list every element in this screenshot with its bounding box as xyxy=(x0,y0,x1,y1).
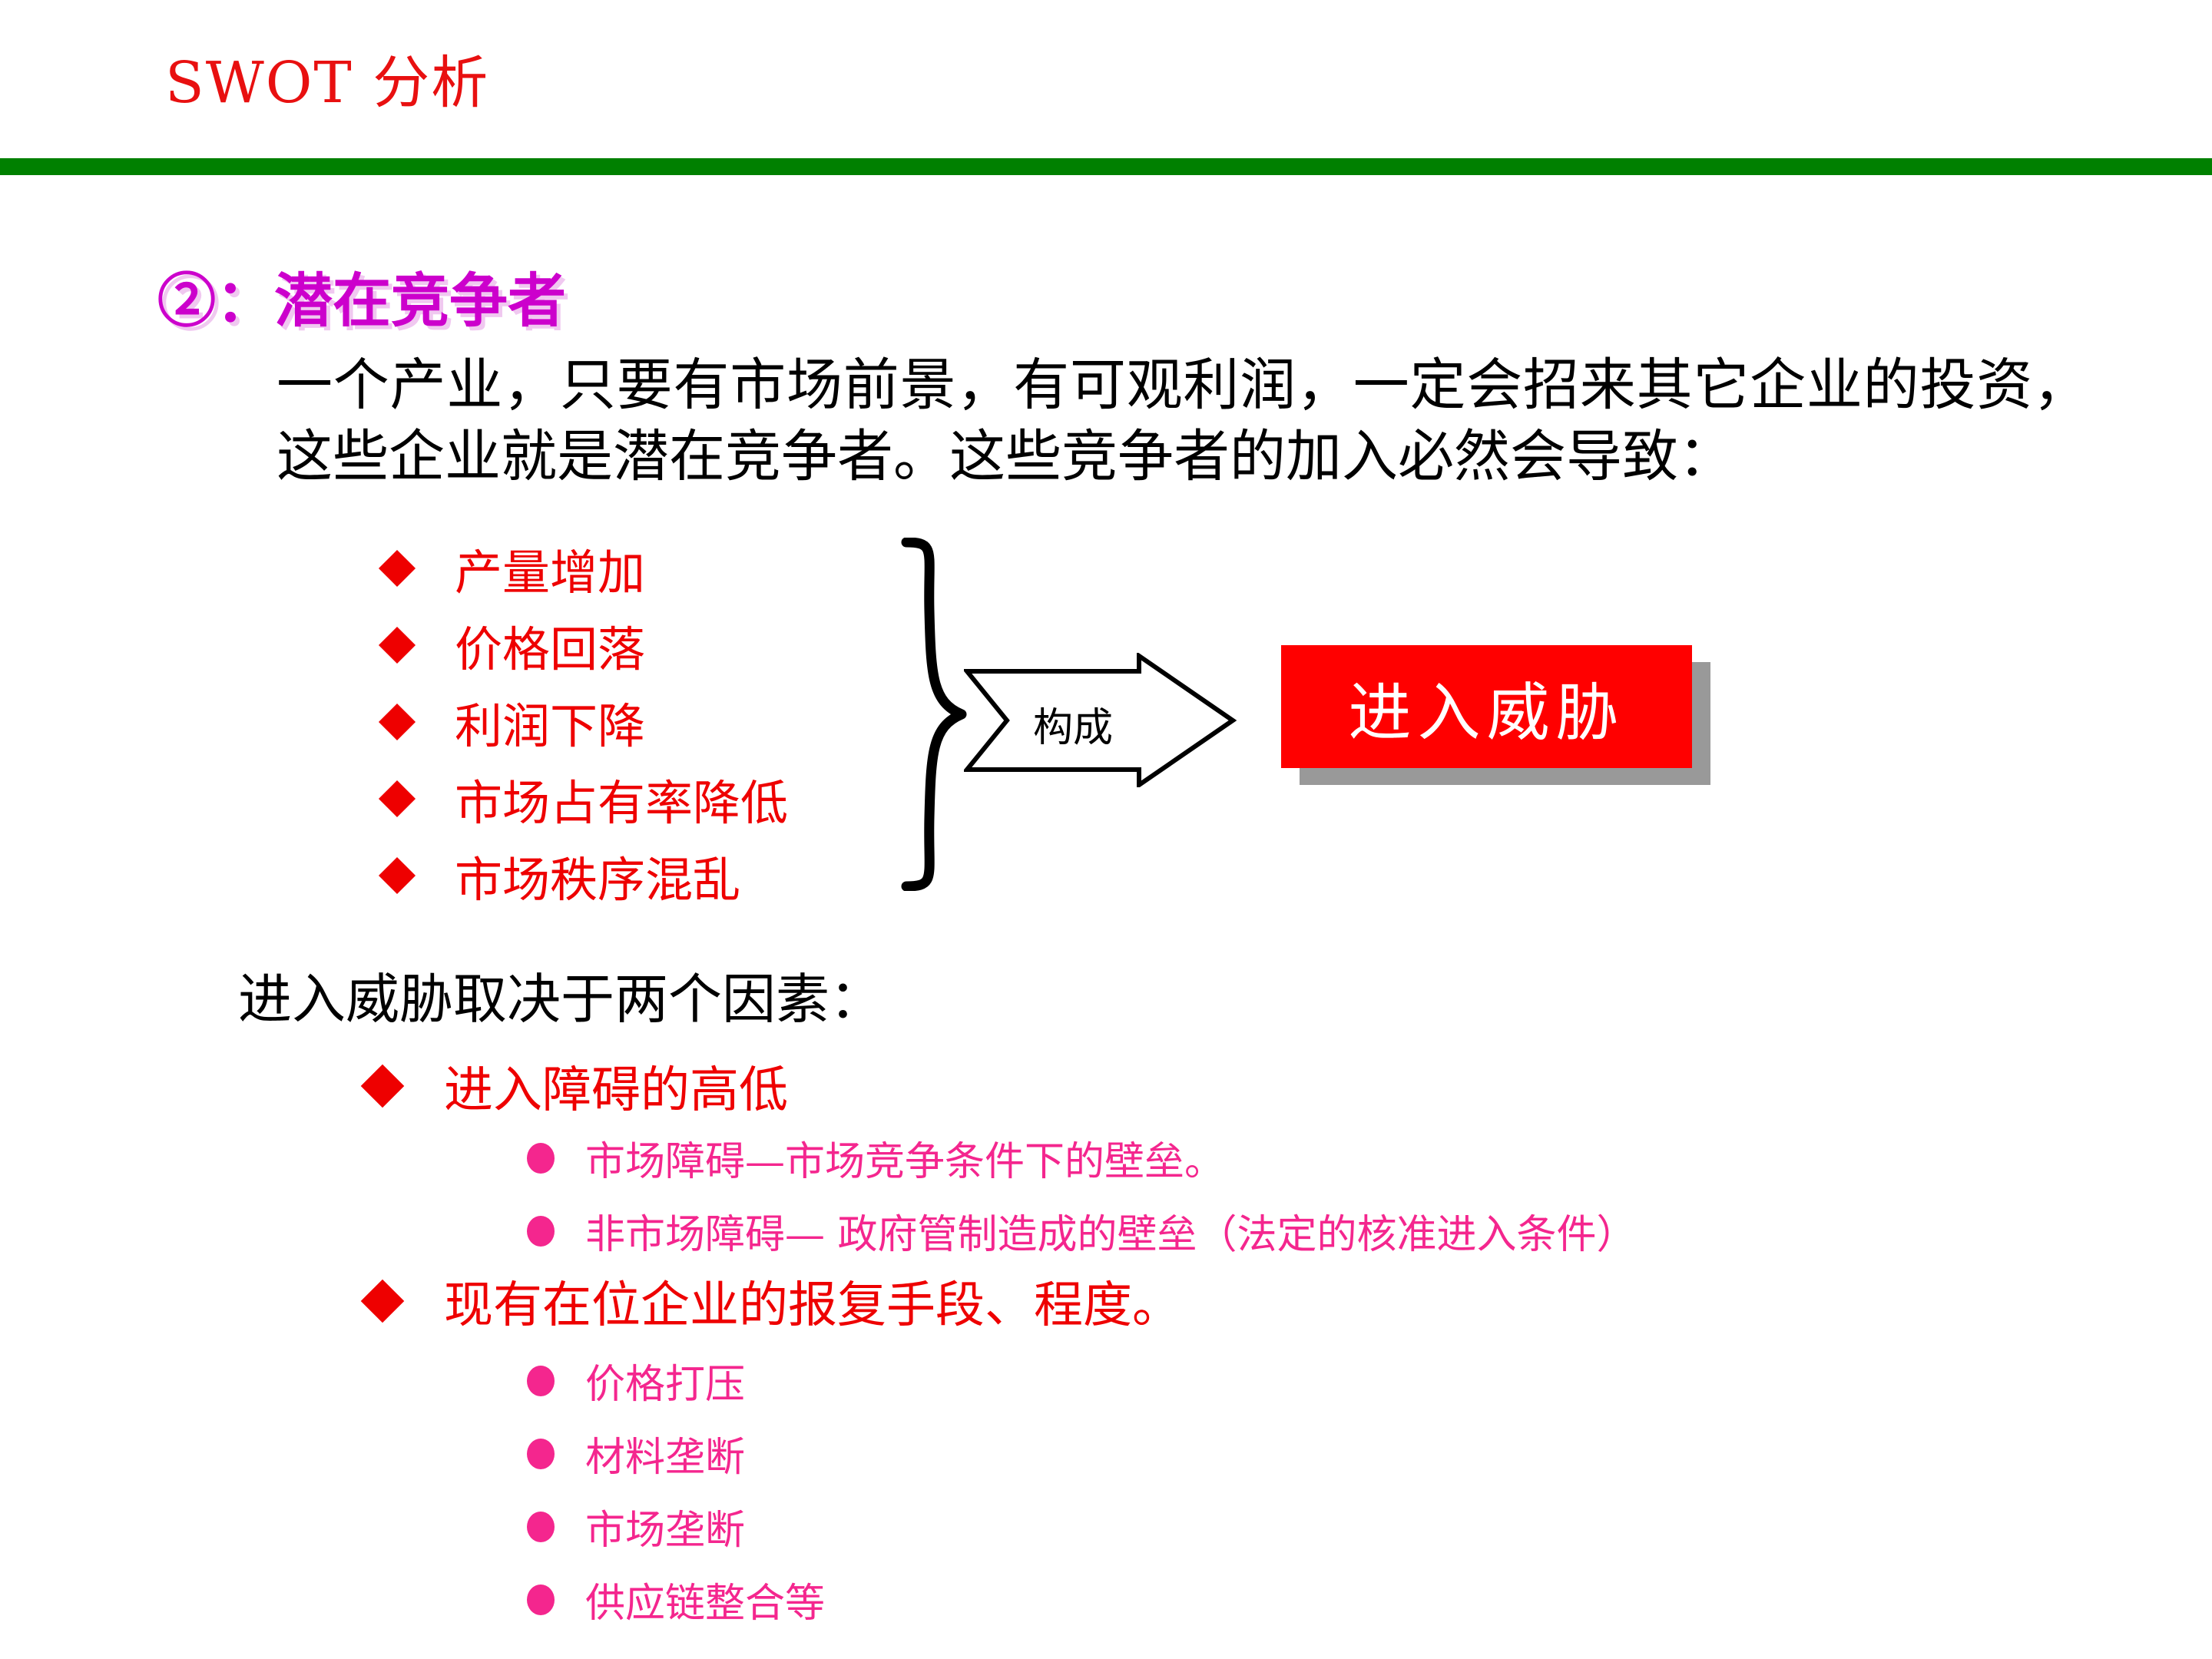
factor-label: 进入障碍的高低 xyxy=(444,1062,788,1119)
arrow-label: 构成 xyxy=(1033,705,1114,751)
diamond-bullet-icon xyxy=(360,1279,405,1323)
sub-list-item-label: 非市场障碍— 政府管制造成的壁垒（法定的核准进入条件） xyxy=(585,1212,1637,1258)
dot-bullet-icon xyxy=(527,1438,555,1469)
list-item: 价格回落 xyxy=(378,607,788,684)
list-item: 市场占有率降低 xyxy=(378,760,789,837)
sub-list-item-label: 材料垄断 xyxy=(585,1435,746,1481)
dot-bullet-icon xyxy=(527,1584,555,1615)
callout-label: 进入威胁 xyxy=(1348,676,1625,750)
sub-list-item-label: 价格打压 xyxy=(585,1362,746,1408)
list-item: 利润下降 xyxy=(378,684,788,760)
callout-box: 进入威胁 xyxy=(1281,645,1692,768)
list-item-label: 市场秩序混乱 xyxy=(455,852,741,908)
sub-list-item-label: 市场垄断 xyxy=(585,1508,746,1554)
dot-bullet-icon xyxy=(527,1511,555,1542)
dot-bullet-icon xyxy=(527,1142,555,1174)
sub-list-item: 非市场障碍— 政府管制造成的壁垒（法定的核准进入条件） xyxy=(527,1202,1637,1260)
list-item-label: 产量增加 xyxy=(455,545,646,601)
factors-title: 进入威胁取决于两个因素： xyxy=(238,968,883,1031)
sub-list-item-label: 市场障碍—市场竞争条件下的壁垒。 xyxy=(585,1139,1225,1185)
sub-list-item: 供应链整合等 xyxy=(527,1571,825,1628)
consequences-list: 产量增加 价格回落 利润下降 市场占有率降低 市场秩序混乱 xyxy=(378,530,789,914)
sub-list-item: 市场障碍—市场竞争条件下的壁垒。 xyxy=(527,1129,1224,1187)
diamond-bullet-icon xyxy=(378,549,416,588)
page-title: SWOT 分析 xyxy=(165,50,490,116)
title-divider-rule xyxy=(0,158,2212,175)
section-paragraph: 一个产业，只要有市场前景，有可观利润，一定会招来其它企业的投资，这些企业就是潜在… xyxy=(276,353,2089,490)
diamond-bullet-icon xyxy=(378,856,416,895)
factor-item-1: 进入障碍的高低 xyxy=(360,1051,788,1121)
diamond-bullet-icon xyxy=(360,1064,405,1108)
diamond-bullet-icon xyxy=(378,780,416,818)
sub-list-item: 市场垄断 xyxy=(527,1498,745,1555)
sub-list-item-label: 供应链整合等 xyxy=(585,1581,826,1627)
list-item-label: 价格回落 xyxy=(455,621,646,677)
list-item-label: 市场占有率降低 xyxy=(455,775,789,831)
curly-brace-icon xyxy=(901,538,967,891)
diamond-bullet-icon xyxy=(378,626,416,664)
factor-label: 现有在位企业的报复手段、程度。 xyxy=(444,1277,1181,1334)
sub-list-item: 价格打压 xyxy=(527,1352,745,1409)
right-chevron-arrow-icon xyxy=(964,653,1237,787)
dot-bullet-icon xyxy=(527,1365,555,1396)
list-item: 市场秩序混乱 xyxy=(378,837,788,914)
section-heading: ②：潜在竞争者 xyxy=(157,267,566,335)
list-item-label: 利润下降 xyxy=(455,698,646,754)
diamond-bullet-icon xyxy=(378,703,416,741)
sub-list-item: 材料垄断 xyxy=(527,1425,745,1482)
dot-bullet-icon xyxy=(527,1215,555,1247)
list-item: 产量增加 xyxy=(378,530,788,607)
factor-item-2: 现有在位企业的报复手段、程度。 xyxy=(360,1266,1181,1336)
